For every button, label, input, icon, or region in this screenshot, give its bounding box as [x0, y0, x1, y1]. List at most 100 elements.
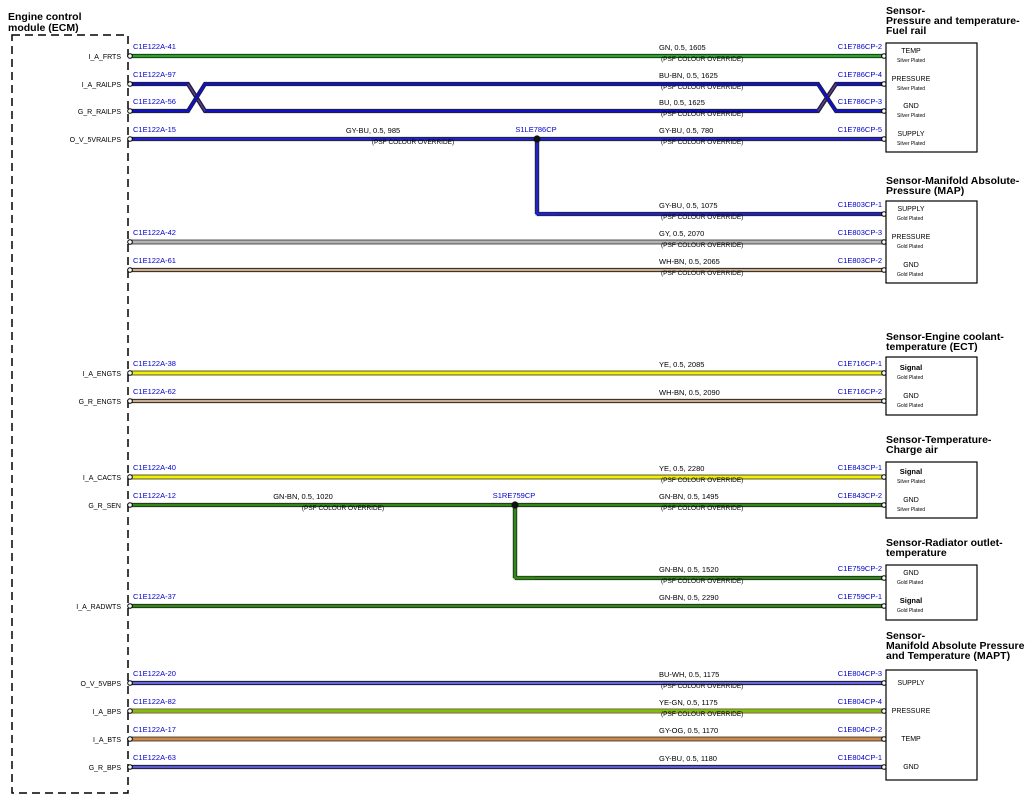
wire-spec-label: BU-WH, 0.5, 1175 — [659, 670, 719, 679]
wire-path — [130, 82, 884, 113]
sensor-pin-label: C1E786CP-5 — [838, 125, 882, 134]
plating-note: Gold Plated — [897, 375, 923, 381]
sensor-4: Sensor-Radiator outlet-temperatureGNDGol… — [885, 537, 1003, 621]
sensor-title: Sensor-Engine coolant- — [886, 331, 1004, 343]
ecm-terminal — [127, 267, 133, 273]
psf-override-label: (PSF COLOUR OVERRIDE) — [661, 683, 743, 690]
wire-spec-label: GY-BU, 0.5, 1075 — [659, 201, 718, 210]
wire-spec-label: GY-BU, 0.5, 780 — [659, 126, 713, 135]
wire-spec-label-left: GY-BU, 0.5, 985 — [346, 126, 400, 135]
wire-spec-label: YE-GN, 0.5, 1175 — [659, 698, 718, 707]
wire-path — [130, 82, 884, 113]
sensor-title: Fuel rail — [886, 25, 926, 37]
sensor-1: Sensor-Manifold Absolute-Pressure (MAP)S… — [885, 175, 1020, 284]
sensor-pin-label: C1E786CP-4 — [838, 70, 882, 79]
sensor-pin-gnd: GND — [903, 764, 919, 771]
ecm-terminal — [127, 680, 133, 686]
plating-note: Gold Plated — [897, 216, 923, 222]
ecm-terminal — [127, 708, 133, 714]
sensor-pin-label: C1E786CP-2 — [838, 42, 882, 51]
psf-override-label: (PSF COLOUR OVERRIDE) — [661, 505, 743, 512]
sensor-pin-pressure: PRESSURE — [892, 708, 931, 715]
ecm-pin-label: C1E122A-38 — [133, 359, 176, 368]
plating-note: Silver Plated — [897, 58, 925, 64]
ecm-pin-label: C1E122A-20 — [133, 669, 176, 678]
plating-note: Silver Plated — [897, 113, 925, 119]
ecm-terminal — [127, 502, 133, 508]
sensor-pin-label: C1E803CP-2 — [838, 256, 882, 265]
ecm-terminal — [127, 108, 133, 114]
signal-label: G_R_RAILPS — [78, 109, 122, 116]
sensor-pin-supply: SUPPLY — [897, 131, 924, 138]
ecm-terminal — [127, 81, 133, 87]
sensor-title: temperature (ECT) — [886, 341, 978, 353]
signal-label: G_R_ENGTS — [79, 399, 122, 406]
ecm-terminal — [127, 603, 133, 609]
ecm-pin-label: C1E122A-17 — [133, 725, 176, 734]
sensor-title: Sensor- — [886, 630, 926, 642]
sensor-title: Sensor-Temperature- — [886, 434, 992, 446]
ecm-pin-label: C1E122A-42 — [133, 228, 176, 237]
sensor-title: Sensor- — [886, 5, 926, 17]
sensor-title: and Temperature (MAPT) — [886, 650, 1010, 662]
sensor-pin-supply: SUPPLY — [897, 680, 924, 687]
psf-override-label-left: (PSF COLOUR OVERRIDE) — [302, 505, 384, 512]
sensor-pin-temp: TEMP — [901, 48, 921, 55]
psf-override-label: (PSF COLOUR OVERRIDE) — [661, 111, 743, 118]
wire-spec-label: GY-OG, 0.5, 1170 — [659, 726, 718, 735]
sensor-box — [885, 461, 978, 519]
ecm-terminal — [127, 764, 133, 770]
splice-node — [533, 135, 541, 143]
sensor-title: temperature — [886, 547, 947, 559]
wire-spec-label: GN-BN, 0.5, 1495 — [659, 492, 719, 501]
splice-label: S1LE786CP — [515, 125, 556, 134]
ecm-title-line2: module (ECM) — [8, 22, 79, 34]
ecm-pin-label: C1E122A-37 — [133, 592, 176, 601]
sensor-pin-signal: Signal — [900, 596, 923, 605]
ecm-pin-label: C1E122A-40 — [133, 463, 176, 472]
sensor-pin-label: C1E804CP-4 — [838, 697, 882, 706]
psf-override-label: (PSF COLOUR OVERRIDE) — [661, 578, 743, 585]
signal-label: I_A_RADWTS — [76, 604, 121, 611]
psf-override-label: (PSF COLOUR OVERRIDE) — [661, 477, 743, 484]
wire-spec-label: GN, 0.5, 1605 — [659, 43, 706, 52]
sensor-pin-label: C1E759CP-2 — [838, 564, 882, 573]
sensor-pin-label: C1E843CP-1 — [838, 463, 882, 472]
sensor-box — [885, 564, 978, 621]
sensor-pin-label: C1E803CP-1 — [838, 200, 882, 209]
sensor-title: Sensor-Manifold Absolute- — [886, 175, 1020, 187]
sensor-title: Pressure and temperature- — [886, 15, 1020, 27]
ecm-pin-label: C1E122A-61 — [133, 256, 176, 265]
sensor-pin-gnd: GND — [903, 103, 919, 110]
sensor-3: Sensor-Temperature-Charge airSignalSilve… — [885, 434, 992, 519]
sensor-pin-gnd: GND — [903, 393, 919, 400]
psf-override-label: (PSF COLOUR OVERRIDE) — [661, 214, 743, 221]
sensor-pin-signal: Signal — [900, 467, 923, 476]
psf-override-label: (PSF COLOUR OVERRIDE) — [661, 270, 743, 277]
ecm-terminal — [127, 53, 133, 59]
sensor-pin-label: C1E786CP-3 — [838, 97, 882, 106]
ecm-pin-label: C1E122A-12 — [133, 491, 176, 500]
sensor-box — [885, 669, 978, 781]
plating-note: Silver Plated — [897, 86, 925, 92]
sensors-layer: Sensor-Pressure and temperature-Fuel rai… — [885, 5, 1025, 781]
wire-spec-label: BU, 0.5, 1625 — [659, 98, 705, 107]
ecm-terminal — [127, 370, 133, 376]
psf-override-label: (PSF COLOUR OVERRIDE) — [661, 242, 743, 249]
plating-note: Silver Plated — [897, 507, 925, 513]
splice-node — [511, 501, 519, 509]
wire-spec-label: WH-BN, 0.5, 2065 — [659, 257, 720, 266]
ecm-title-line1: Engine control — [8, 11, 82, 23]
signal-label: O_V_5VRAILPS — [70, 137, 122, 144]
signal-label: I_A_BPS — [93, 709, 122, 716]
sensor-box — [885, 42, 978, 153]
sensor-pin-pressure: PRESSURE — [892, 76, 931, 83]
